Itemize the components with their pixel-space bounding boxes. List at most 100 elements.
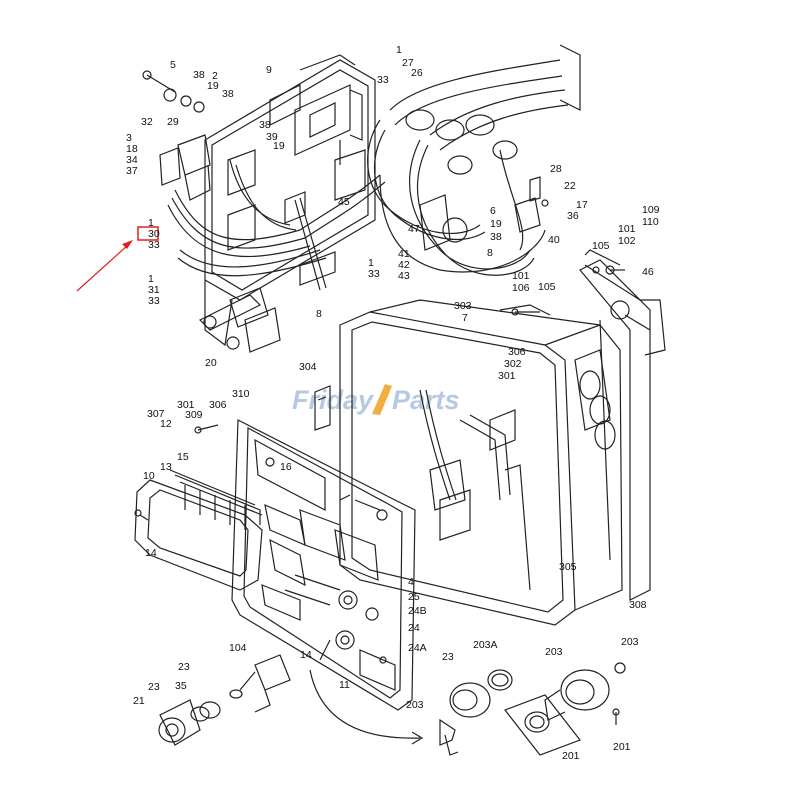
callout-label: 309 — [185, 409, 203, 421]
connector-20 — [203, 287, 281, 353]
housing-box — [339, 299, 623, 626]
callout-label: 106 — [512, 282, 530, 294]
callout-label: 17 — [576, 199, 588, 211]
callout-label: 21 — [133, 695, 145, 707]
callout-label: 1 — [148, 217, 154, 229]
callout-label: 27 — [402, 57, 414, 69]
callout-label: 8 — [316, 308, 322, 320]
control-panel — [231, 419, 416, 711]
key-switch-area — [309, 669, 513, 756]
callout-label: 201 — [613, 741, 631, 753]
callout-label: 101 — [618, 223, 636, 235]
callout-label: 105 — [538, 281, 556, 293]
callout-label: 301 — [498, 370, 516, 382]
callout-label: 19 — [273, 140, 285, 152]
callout-label: 40 — [548, 234, 560, 246]
callout-label: 36 — [567, 210, 579, 222]
callout-label: 23 — [178, 661, 190, 673]
callout-label: 24A — [408, 642, 427, 654]
callout-label: 110 — [642, 216, 659, 228]
callout-highlight-box — [137, 226, 159, 241]
callout-label: 45 — [338, 196, 350, 208]
callout-label: 32 — [141, 116, 153, 128]
callout-label: 301 — [177, 399, 195, 411]
callout-label: 9 — [266, 64, 272, 76]
callout-label: 20 — [205, 357, 217, 369]
callout-label: 22 — [564, 180, 576, 192]
callout-label: 31 — [148, 284, 160, 296]
callout-label: 302 — [504, 358, 522, 370]
callout-label: 203 — [406, 699, 424, 711]
callout-label: 14 — [145, 547, 157, 559]
callout-label: 33 — [148, 239, 160, 251]
callout-label: 33 — [148, 295, 160, 307]
callout-label: 43 — [398, 270, 410, 282]
right-bracket — [499, 249, 666, 601]
pointer-arrow — [76, 240, 133, 292]
callout-label: 11 — [339, 679, 350, 691]
connector-group-left — [159, 134, 211, 201]
cable-bundle-upper — [367, 44, 581, 276]
connector-45 — [227, 149, 336, 286]
callout-label: 1 — [368, 257, 374, 269]
callout-label: 4 — [408, 576, 414, 588]
watermark-text-left: Friday — [292, 385, 375, 415]
callout-label: 30 — [148, 228, 160, 240]
callout-label: 38 — [259, 119, 271, 131]
callout-label: 306 — [508, 346, 526, 358]
callout-label: 201 — [562, 750, 580, 762]
callout-label: 307 — [147, 408, 165, 420]
callout-label: 42 — [398, 259, 410, 271]
callout-label: 15 — [177, 451, 189, 463]
callout-label: 10 — [143, 470, 155, 482]
callout-label: 46 — [642, 266, 654, 278]
callout-label: 304 — [299, 361, 317, 373]
grommet-47 — [419, 194, 468, 251]
callout-label: 47 — [408, 223, 420, 235]
callout-label: 308 — [629, 599, 647, 611]
callout-label: 24B — [408, 605, 427, 617]
callout-label: 35 — [175, 680, 187, 692]
connector-40 — [514, 176, 549, 233]
callout-label: 7 — [462, 312, 468, 324]
callout-label: 203 — [545, 646, 563, 658]
callout-label: 16 — [280, 461, 292, 473]
callout-label: 14 — [300, 649, 312, 661]
panel-bezel — [134, 469, 263, 591]
callout-label: 25 — [408, 591, 420, 603]
callout-label: 2 — [212, 70, 218, 82]
callout-label: 101 — [512, 270, 530, 282]
callout-label: 39 — [266, 131, 278, 143]
callout-label: 26 — [411, 67, 423, 79]
watermark: Friday Parts — [292, 384, 460, 415]
callout-label: 33 — [377, 74, 389, 86]
callout-label: 105 — [592, 240, 610, 252]
callout-label: 41 — [398, 248, 410, 260]
callout-label: 1 — [148, 273, 154, 285]
callout-label: 102 — [618, 235, 636, 247]
watermark-text-right: Parts — [392, 385, 460, 415]
callout-label: 23 — [148, 681, 160, 693]
callout-label: 306 — [209, 399, 227, 411]
callout-label: 203 — [621, 636, 639, 648]
callout-label: 29 — [167, 116, 179, 128]
callout-label: 19 — [207, 80, 219, 92]
callout-label: 24 — [408, 622, 420, 634]
callout-label: 104 — [229, 642, 247, 654]
callout-label: 18 — [126, 143, 138, 155]
callout-label: 38 — [490, 231, 502, 243]
callout-label: 203A — [473, 639, 498, 651]
callout-label: 305 — [559, 561, 577, 573]
ignition-switch — [504, 662, 626, 756]
callout-label: 6 — [490, 205, 496, 217]
callout-label: 34 — [126, 154, 138, 166]
relay-module — [269, 84, 366, 201]
callout-label: 3 — [126, 132, 132, 144]
knob-assembly — [158, 699, 221, 746]
watermark-slash-icon — [372, 384, 392, 415]
callout-label: 23 — [442, 651, 454, 663]
callout-label: 1 — [396, 44, 402, 56]
callout-label: 5 — [170, 59, 176, 71]
